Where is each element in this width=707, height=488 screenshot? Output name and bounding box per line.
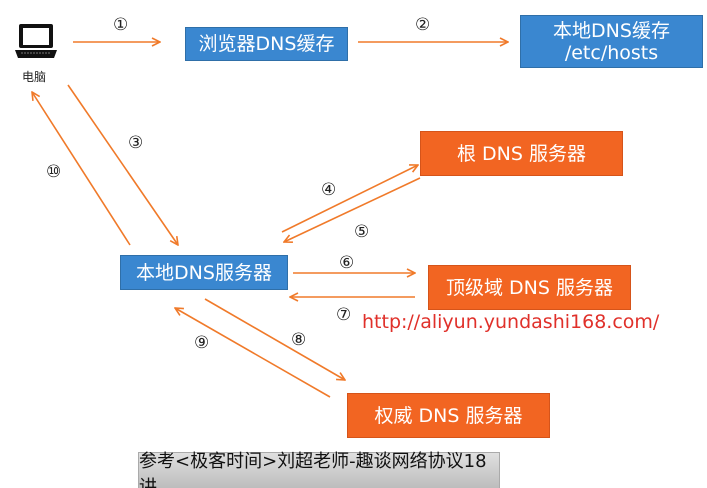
tld-dns-server-box: 顶级域 DNS 服务器 (428, 265, 631, 310)
browser-dns-cache-label: 浏览器DNS缓存 (198, 33, 335, 55)
reference-footer-text: 参考<极客时间>刘超老师-趣谈网络协议18讲 (139, 451, 487, 488)
step-9-label: ⑨ (194, 333, 210, 353)
hosts-file-label: /etc/hosts (564, 41, 659, 64)
arrow-step-9 (175, 308, 331, 398)
local-dns-server-box: 本地DNS服务器 (120, 255, 288, 290)
step-8-label: ⑧ (291, 330, 307, 350)
arrow-step-10 (32, 92, 131, 246)
step-4-label: ④ (321, 180, 337, 200)
tld-dns-server-label: 顶级域 DNS 服务器 (446, 276, 613, 299)
arrow-step-3 (67, 84, 178, 245)
watermark-url: http://aliyun.yundashi168.com/ (362, 311, 660, 333)
arrow-step-4 (281, 165, 418, 233)
step-10-label: ⑩ (46, 162, 62, 182)
root-dns-server-label: 根 DNS 服务器 (457, 142, 586, 165)
computer-label: 电脑 (22, 70, 47, 84)
arrow-step-8 (204, 298, 345, 380)
local-dns-cache-label: 本地DNS缓存 (553, 19, 670, 42)
arrow-step-5 (284, 177, 421, 242)
step-3-label: ③ (128, 133, 144, 153)
authoritative-dns-server-box: 权威 DNS 服务器 (347, 393, 550, 438)
browser-dns-cache-box: 浏览器DNS缓存 (185, 27, 348, 61)
laptop-icon (15, 24, 57, 58)
step-6-label: ⑥ (339, 253, 355, 273)
step-7-label: ⑦ (336, 305, 352, 325)
reference-footer: 参考<极客时间>刘超老师-趣谈网络协议18讲 (138, 451, 500, 488)
root-dns-server-box: 根 DNS 服务器 (420, 131, 623, 176)
step-1-label: ① (113, 15, 129, 35)
step-2-label: ② (415, 15, 431, 35)
step-5-label: ⑤ (354, 222, 370, 242)
local-dns-server-label: 本地DNS服务器 (136, 261, 272, 284)
local-dns-cache-box: 本地DNS缓存 /etc/hosts (520, 15, 703, 68)
authoritative-dns-server-label: 权威 DNS 服务器 (374, 404, 523, 427)
